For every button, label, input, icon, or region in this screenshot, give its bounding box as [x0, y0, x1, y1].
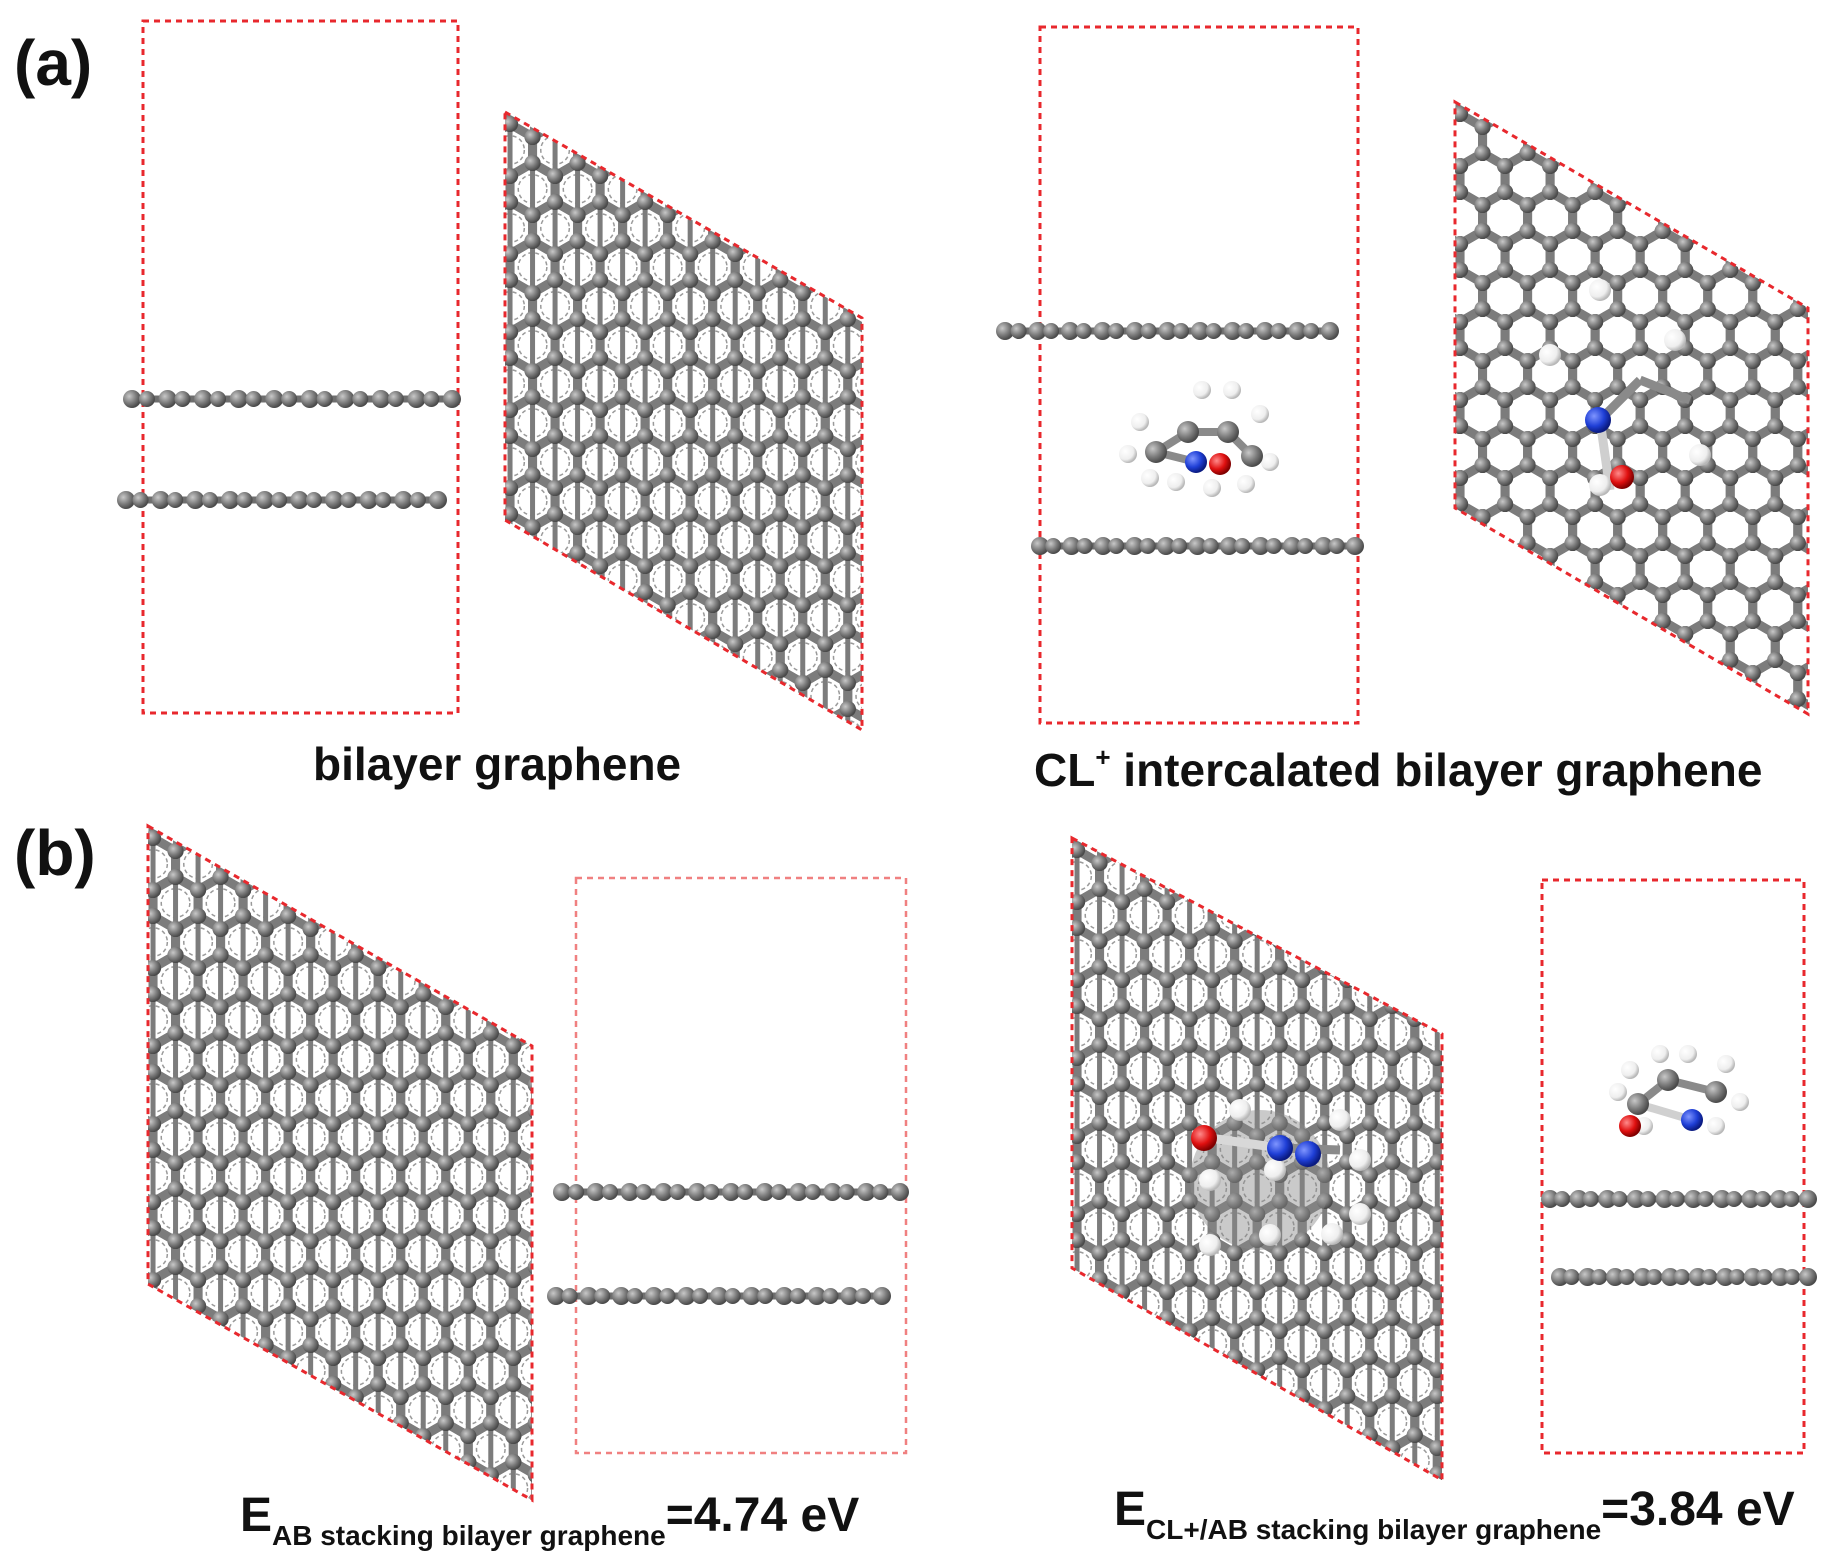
top-cell-a-right: [1453, 99, 1810, 717]
cl-molecule-side-b: [1609, 1045, 1749, 1137]
energy-ab-value: =4.74 eV: [665, 1489, 860, 1542]
graphene-layer-top-a-right: [996, 322, 1339, 340]
graphene-layer-bottom-b-left: [547, 1287, 891, 1305]
caption-cl-prefix: CL: [1034, 744, 1096, 796]
top-view-lattice-a-left: [505, 112, 862, 730]
cl-molecule-side-a: [1119, 381, 1279, 497]
top-cell-b-right: [1070, 835, 1444, 1483]
caption-cl-rest: intercalated bilayer graphene: [1110, 744, 1763, 796]
caption-cl-intercalated: CL+ intercalated bilayer graphene: [1034, 742, 1762, 797]
panel-label-a: (a): [14, 27, 93, 99]
side-cell-a-right: [1038, 25, 1360, 725]
top-cell-b-left: [146, 823, 534, 1503]
graphene-layer-bottom-b-right: [1551, 1268, 1817, 1286]
graphene-layer-top-b-left: [553, 1183, 909, 1201]
caption-bilayer-graphene: bilayer graphene: [313, 738, 682, 790]
energy-cl-subscript: CL+/AB stacking bilayer graphene: [1146, 1514, 1602, 1545]
side-cell-b-left: [574, 876, 908, 1455]
energy-cl-ab-stacking: ECL+/AB stacking bilayer graphene=3.84 e…: [1114, 1482, 1795, 1546]
graphene-layer-top-b-right: [1541, 1190, 1817, 1208]
cl-molecule-top-a: [1539, 279, 1711, 496]
top-view-lattice-b-left: [148, 826, 532, 1500]
graphene-layer-bottom-a-left: [117, 491, 447, 509]
graphene-layer-bottom-a-right: [1031, 537, 1364, 555]
energy-ab-subscript: AB stacking bilayer graphene: [272, 1520, 666, 1551]
cl-molecule-top-b: [1190, 1099, 1371, 1256]
panel-label-b: (b): [14, 817, 96, 889]
energy-ab-symbol: E: [240, 1489, 273, 1542]
energy-cl-value: =3.84 eV: [1601, 1483, 1795, 1536]
side-cell-a-left: [141, 19, 460, 715]
caption-cl-sup: +: [1095, 742, 1111, 772]
energy-ab-stacking: EAB stacking bilayer graphene=4.74 eV: [240, 1488, 859, 1552]
top-view-lattice-a-right: [1455, 102, 1808, 714]
side-cell-b-right: [1540, 878, 1806, 1455]
energy-cl-symbol: E: [1114, 1483, 1147, 1536]
graphene-layer-top-a-left: [123, 390, 461, 408]
